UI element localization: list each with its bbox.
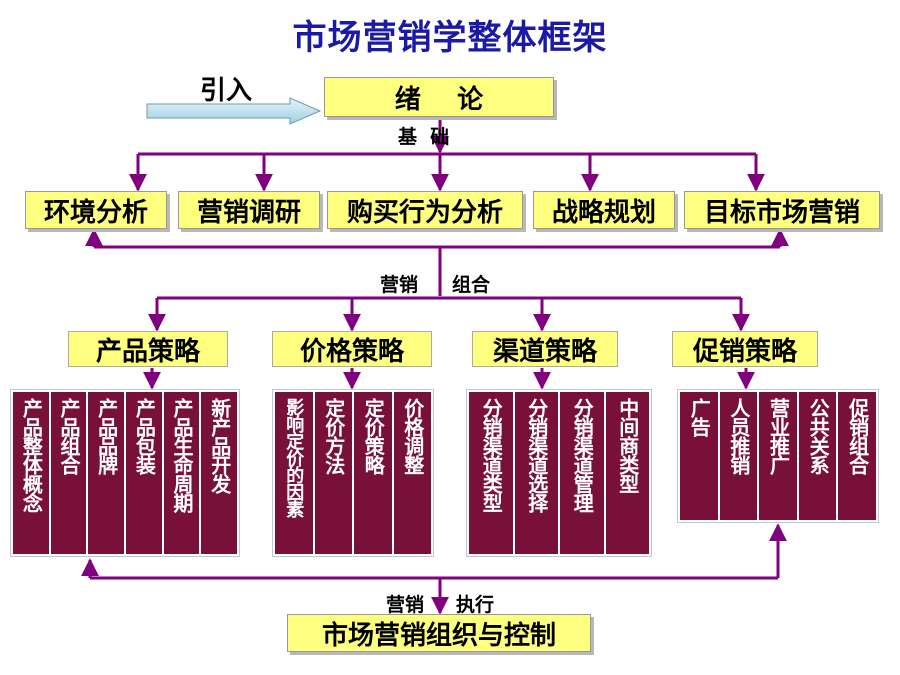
item-cell: 营业推广 [759,392,797,520]
item-cell: 新产品开发 [201,392,238,554]
foundation-marketing-research: 营销调研 [178,191,320,229]
foundation-buying-behavior: 购买行为分析 [327,191,523,229]
link-foundation-label: 基 础 [398,126,450,148]
strategy-channel: 渠道策略 [472,331,618,367]
item-cell: 分销渠道管理 [560,392,604,554]
item-cell: 影响定价的因素 [275,392,313,554]
strategy-price: 价格策略 [272,331,432,367]
promotion-items-group: 广告 人员推销 营业推广 公共关系 促销组合 [677,389,879,523]
item-cell: 定价方法 [314,392,352,554]
item-cell: 定价策略 [354,392,392,554]
foundation-target-marketing: 目标市场营销 [684,191,880,229]
item-cell: 产品生命周期 [163,392,200,554]
item-cell: 分销渠道类型 [469,392,513,554]
root-box: 绪 论 [324,77,554,117]
item-cell: 产品组合 [50,392,87,554]
link-mix-left: 营销 [380,274,419,296]
item-cell: 价格调整 [393,392,431,554]
link-execution-left: 营销 [386,594,425,616]
item-cell: 促销组合 [838,392,876,520]
strategy-promotion: 促销策略 [672,331,818,367]
foundation-environment-analysis: 环境分析 [25,191,167,229]
product-items-group: 产品整体概念 产品组合 产品品牌 产品包装 产品生命周期 新产品开发 [10,389,240,557]
item-cell: 产品品牌 [88,392,125,554]
item-cell: 公共关系 [798,392,837,520]
item-cell: 人员推销 [719,392,758,520]
price-items-group: 影响定价的因素 定价方法 定价策略 价格调整 [272,389,434,557]
link-mix-right: 组合 [452,274,491,296]
strategy-product: 产品策略 [68,331,228,367]
link-execution-right: 执行 [456,594,495,616]
item-cell: 分销渠道选择 [514,392,558,554]
foundation-strategic-planning: 战略规划 [533,191,675,229]
channel-items-group: 分销渠道类型 分销渠道选择 分销渠道管理 中间商类型 [466,389,652,557]
item-cell: 广告 [680,392,718,520]
page-title: 市场营销学整体框架 [292,18,608,58]
intro-arrow [146,97,322,125]
intro-label: 引入 [200,76,253,106]
item-cell: 产品包装 [126,392,162,554]
item-cell: 产品整体概念 [13,392,49,554]
bottom-org-control-box: 市场营销组织与控制 [287,614,591,652]
item-cell: 中间商类型 [605,392,649,554]
